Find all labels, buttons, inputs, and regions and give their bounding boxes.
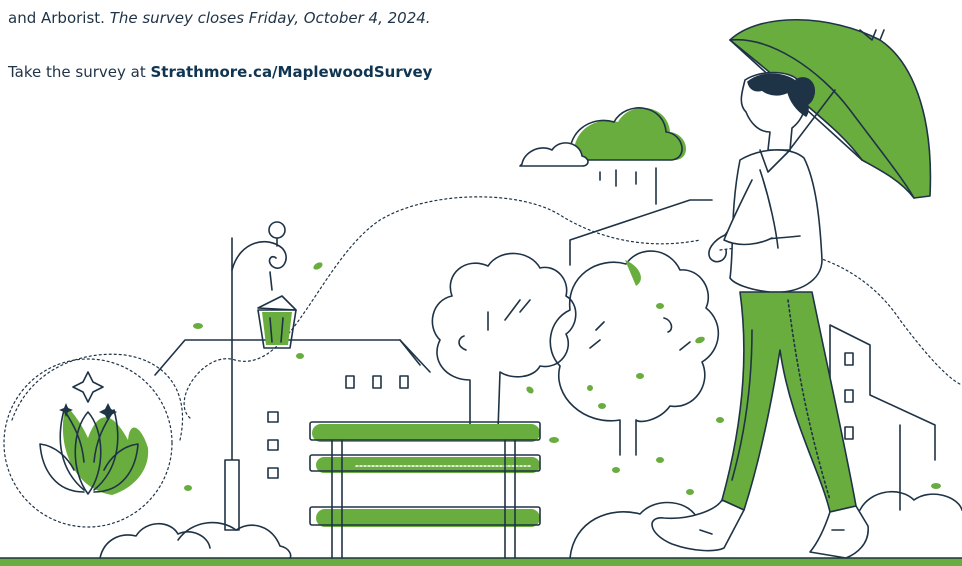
tree-left [431, 252, 577, 431]
survey-deadline: The survey closes Friday, October 4, 202… [109, 9, 431, 27]
ground-grass [0, 557, 962, 566]
survey-cta-line: Take the survey at Strathmore.ca/Maplewo… [8, 63, 432, 81]
survey-intro-line: and Arborist. The survey closes Friday, … [8, 9, 431, 27]
dotted-path-lines [11, 196, 962, 441]
street-lamp [224, 221, 297, 531]
woman-with-umbrella [651, 19, 932, 559]
rain-cloud [519, 107, 687, 205]
cta-prefix: Take the survey at [8, 63, 151, 81]
floating-leaves [184, 262, 941, 495]
intro-prefix: and Arborist. [8, 9, 110, 27]
survey-link[interactable]: Strathmore.ca/MaplewoodSurvey [150, 63, 433, 81]
park-bench [309, 421, 541, 559]
bushes [99, 491, 962, 559]
background-buildings [154, 199, 936, 511]
tree-right [549, 250, 720, 456]
lotus-emblem [3, 358, 173, 528]
